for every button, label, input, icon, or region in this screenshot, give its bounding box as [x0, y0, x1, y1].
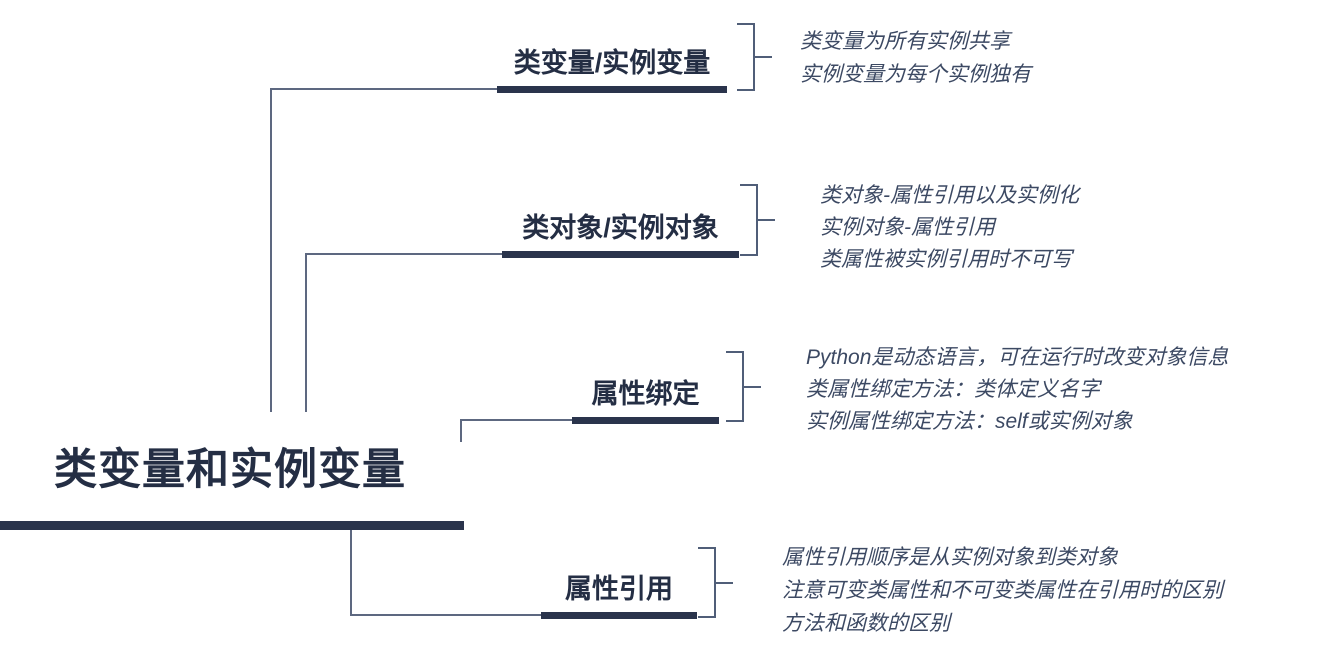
branch3-notes-bracket — [726, 351, 761, 422]
branch2-notes: 类对象-属性引用以及实例化 实例对象-属性引用 类属性被实例引用时不可写 — [820, 180, 1079, 276]
branch-topic-attribute-reference[interactable]: 属性引用 — [565, 574, 673, 604]
connector-branch1-horizontal — [270, 88, 497, 90]
note-line[interactable]: 属性引用顺序是从实例对象到类对象 — [782, 546, 1118, 569]
connector-branch2-horizontal — [305, 253, 502, 255]
note-line[interactable]: 类属性绑定方法：类体定义名字 — [806, 378, 1100, 401]
branch3-notes: Python是动态语言，可在运行时改变对象信息 类属性绑定方法：类体定义名字 实… — [806, 342, 1228, 438]
connector-branch3-horizontal — [460, 419, 572, 421]
note-line[interactable]: 注意可变类属性和不可变类属性在引用时的区别 — [782, 579, 1223, 602]
root-topic[interactable]: 类变量和实例变量 — [54, 446, 406, 494]
branch1-underline — [497, 86, 727, 93]
branch2-notes-bracket — [740, 184, 775, 256]
branch3-underline — [572, 417, 719, 424]
note-line[interactable]: 实例对象-属性引用 — [820, 216, 995, 239]
branch-topic-class-vs-instance-object[interactable]: 类对象/实例对象 — [522, 213, 719, 243]
note-line[interactable]: 实例属性绑定方法：self或实例对象 — [806, 410, 1133, 433]
branch4-notes-bracket — [698, 547, 733, 618]
connector-branch1-vertical — [270, 88, 272, 412]
note-line[interactable]: Python是动态语言，可在运行时改变对象信息 — [806, 346, 1229, 369]
branch4-notes: 属性引用顺序是从实例对象到类对象 注意可变类属性和不可变类属性在引用时的区别 方… — [782, 541, 1223, 640]
connector-branch3-vertical — [460, 419, 462, 442]
branch1-notes-bracket — [737, 23, 772, 91]
note-line[interactable]: 类属性被实例引用时不可写 — [820, 248, 1072, 271]
branch4-underline — [541, 612, 697, 619]
branch1-notes: 类变量为所有实例共享 实例变量为每个实例独有 — [800, 25, 1031, 91]
branch-topic-attribute-binding[interactable]: 属性绑定 — [591, 379, 700, 409]
connector-branch2-vertical — [305, 253, 307, 412]
connector-branch4-vertical — [350, 530, 352, 616]
note-line[interactable]: 实例变量为每个实例独有 — [800, 63, 1031, 86]
branch2-underline — [502, 251, 739, 258]
note-line[interactable]: 类变量为所有实例共享 — [800, 30, 1010, 53]
note-line[interactable]: 类对象-属性引用以及实例化 — [820, 184, 1079, 207]
note-line[interactable]: 方法和函数的区别 — [782, 612, 950, 635]
branch-topic-class-vs-instance-variable[interactable]: 类变量/实例变量 — [513, 48, 711, 78]
connector-branch4-horizontal — [350, 614, 541, 616]
root-topic-underline — [0, 521, 464, 530]
